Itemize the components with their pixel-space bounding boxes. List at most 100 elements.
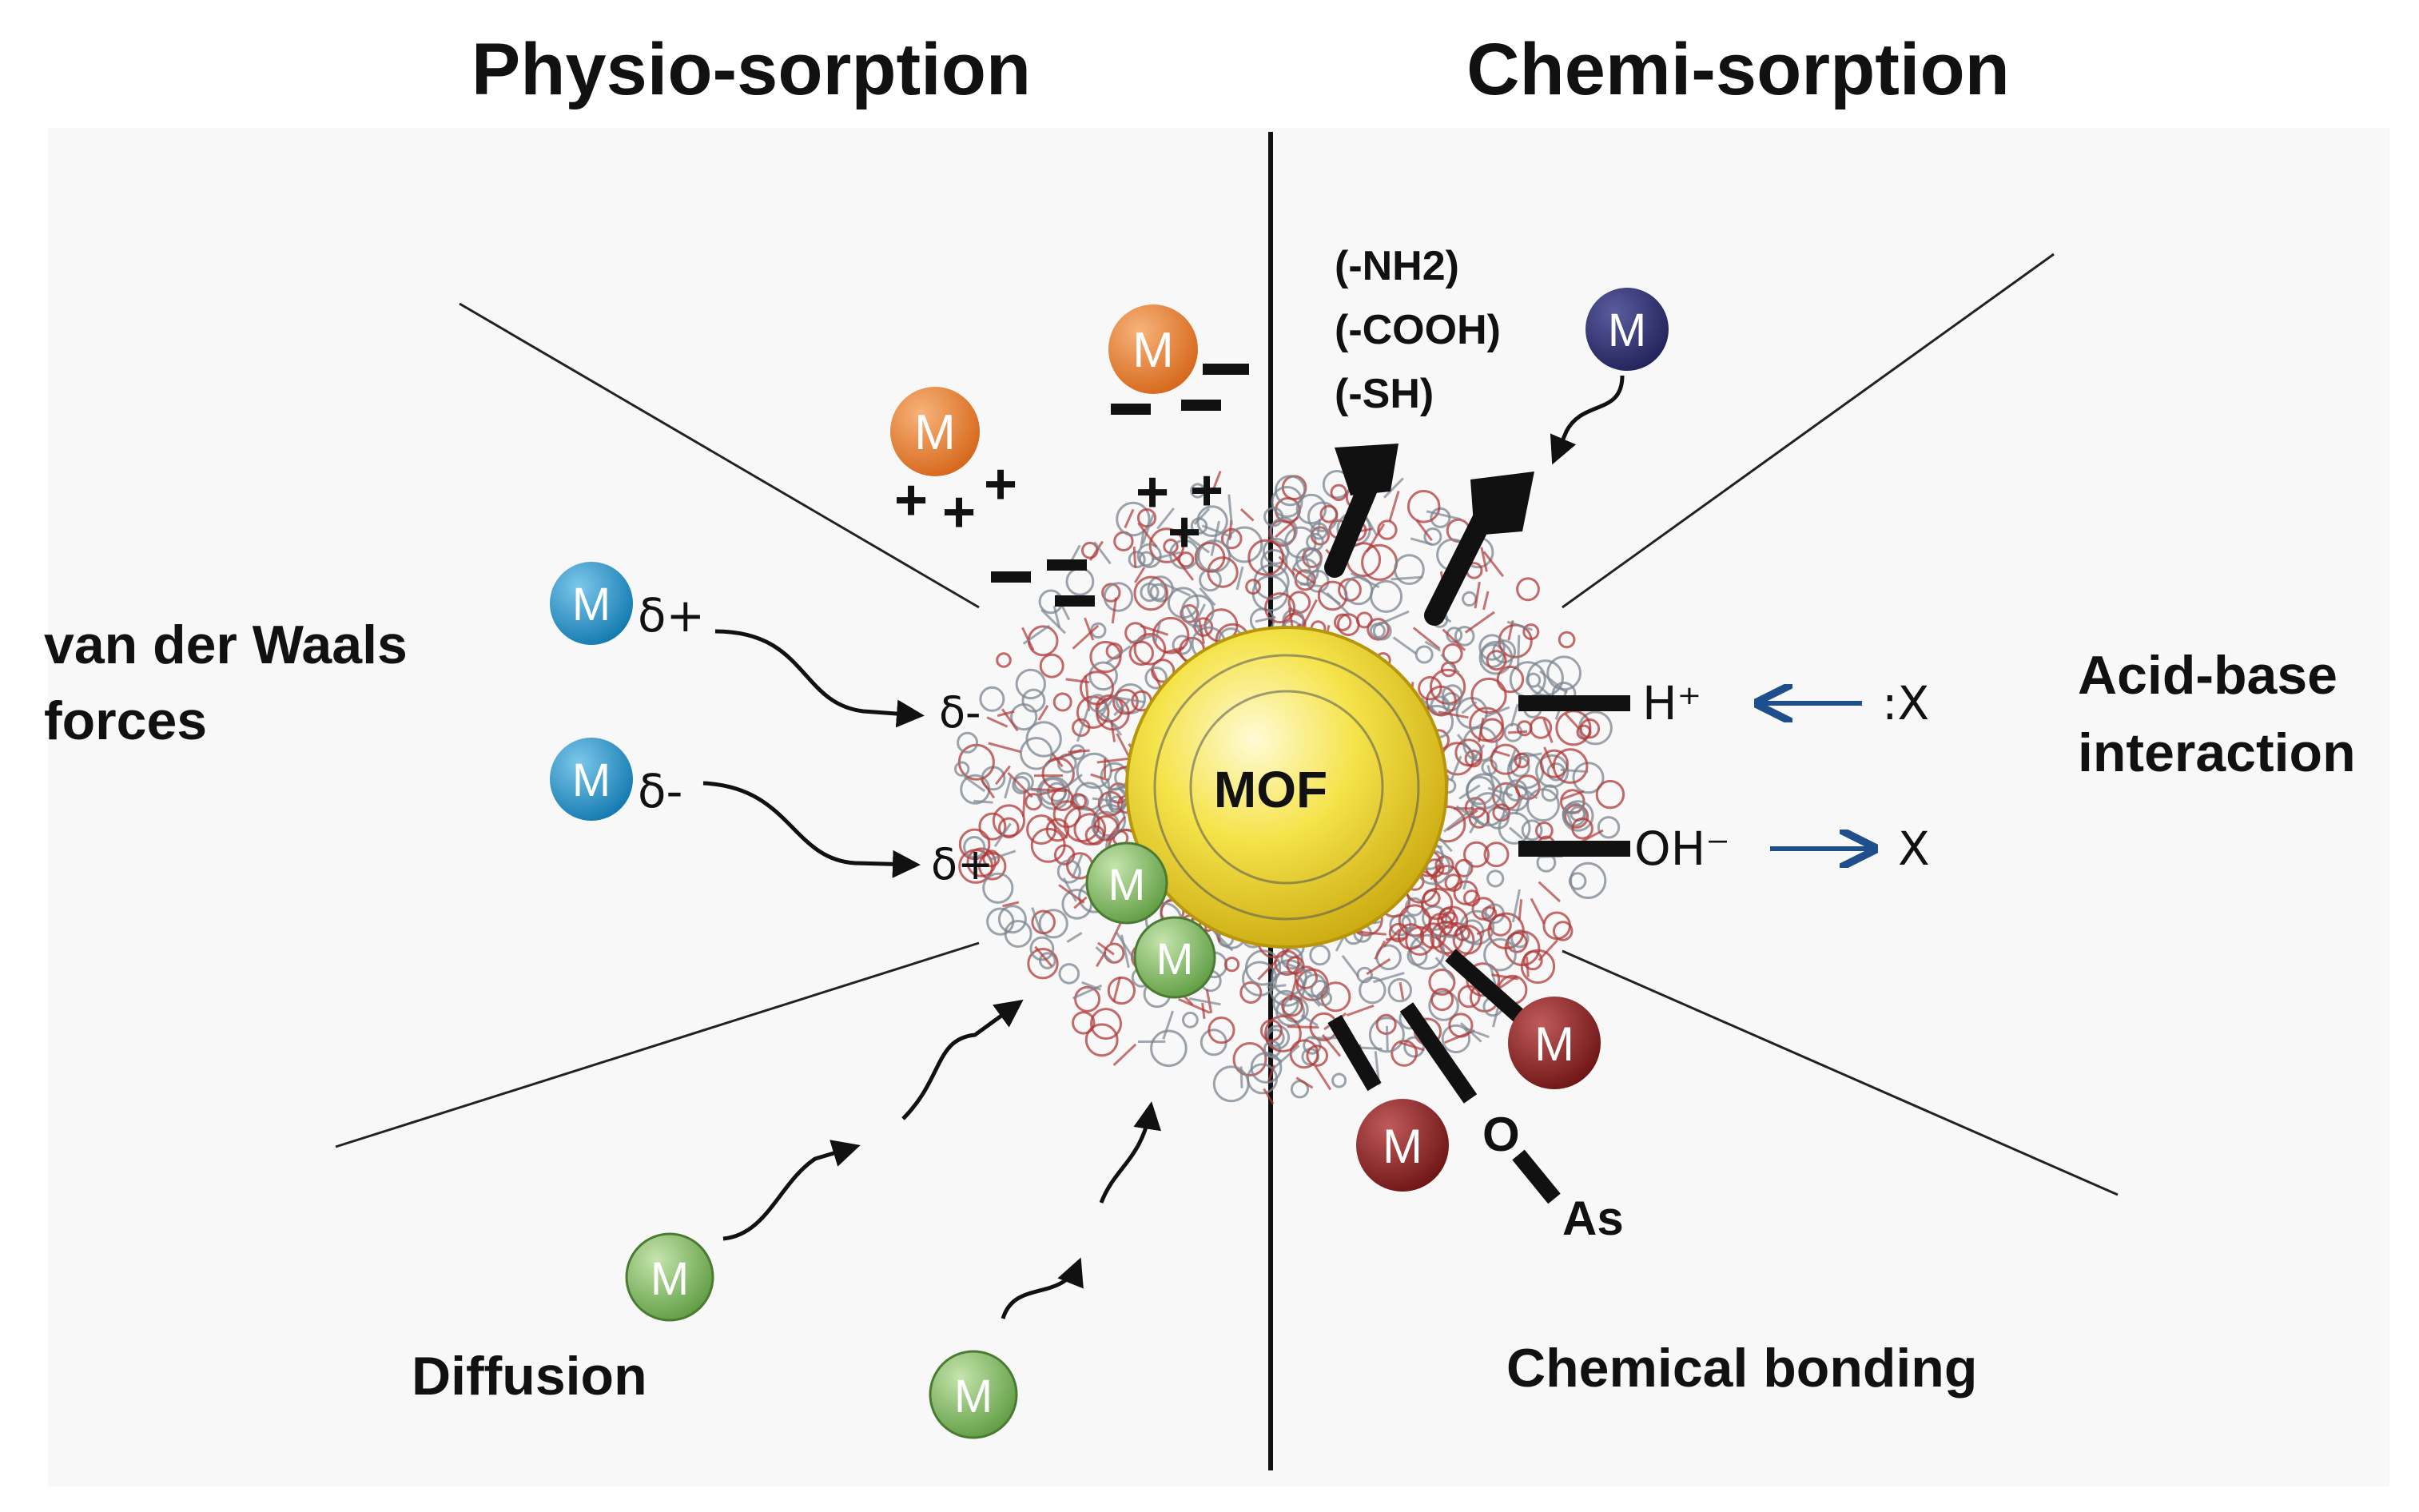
svg-text:M: M [1156, 933, 1194, 984]
framework-node [1306, 1044, 1328, 1067]
diffusion-arrow-2b [1099, 1101, 1162, 1204]
framework-node [1496, 665, 1525, 694]
label-h-plus: H⁺ [1642, 676, 1701, 730]
framework-node [1522, 623, 1540, 641]
framework-bond [1199, 587, 1216, 607]
framework-node [1394, 554, 1425, 585]
framework-bond [1084, 617, 1095, 641]
framework-bond [1537, 684, 1553, 698]
framework-bond [1372, 971, 1405, 984]
framework-node [963, 836, 986, 859]
framework-bond [995, 765, 1011, 786]
framework-bond [1201, 524, 1233, 539]
ligand-stick-1 [1324, 444, 1398, 578]
ligand-stick-2 [1424, 472, 1534, 626]
framework-node [1025, 721, 1062, 758]
framework-bond [1267, 1064, 1275, 1082]
framework-bond [1239, 508, 1255, 522]
framework-node [1498, 811, 1531, 845]
svg-text:M: M [1108, 859, 1146, 909]
bond-as [1512, 1149, 1561, 1204]
ion-red-1: M [1508, 997, 1601, 1089]
framework-bond [1464, 1027, 1490, 1039]
framework-node [998, 817, 1020, 839]
framework-node [1468, 807, 1490, 829]
framework-node [1535, 822, 1554, 840]
framework-bond [1002, 901, 1020, 908]
framework-bond [1365, 516, 1379, 536]
framework-bond [1137, 522, 1158, 548]
framework-bond [1307, 993, 1321, 1008]
framework-bond [1455, 805, 1486, 827]
framework-bond [1188, 997, 1221, 1006]
framework-bond [1287, 1025, 1319, 1029]
framework-bond [1096, 757, 1131, 764]
framework-node [1070, 793, 1087, 810]
framework-bond [1048, 748, 1083, 763]
framework-bond [1564, 713, 1581, 730]
framework-node [1264, 1015, 1302, 1052]
framework-node [1260, 549, 1288, 577]
svg-text:M: M [914, 405, 956, 460]
framework-bond [1518, 752, 1542, 759]
framework-node [1294, 965, 1319, 989]
framework-node [1521, 819, 1543, 842]
framework-node [982, 872, 1014, 904]
navy-ion-arrow [1550, 375, 1625, 465]
framework-bond [1299, 599, 1318, 631]
minus-sign [1181, 400, 1221, 411]
framework-bond [1211, 470, 1222, 493]
framework-node [1269, 516, 1298, 545]
framework-node [1331, 1072, 1347, 1088]
framework-node [1403, 1036, 1425, 1058]
framework-bond [1065, 678, 1090, 684]
framework-bond [1112, 695, 1145, 704]
framework-bond [1507, 747, 1518, 767]
framework-node [1274, 475, 1307, 507]
framework-node [1319, 504, 1339, 523]
framework-bond [1031, 907, 1042, 933]
framework-node [1442, 684, 1463, 706]
framework-bond [1112, 1043, 1137, 1066]
framework-node [1483, 937, 1517, 972]
framework-bond [1235, 566, 1244, 591]
framework-node [1558, 631, 1576, 649]
framework-bond [1192, 603, 1207, 629]
framework-node [1526, 788, 1560, 822]
framework-bond [1493, 750, 1510, 758]
framework-node [1103, 582, 1134, 612]
framework-bond [1319, 589, 1342, 606]
framework-node [1595, 779, 1625, 810]
framework-bond [1164, 646, 1184, 654]
framework-bond [1257, 958, 1279, 981]
framework-bond [1321, 1033, 1342, 1057]
title-chemi-sorption: Chemi-sorption [1466, 29, 2010, 110]
framework-bond [1030, 788, 1049, 794]
plus-sign: + [1190, 459, 1223, 523]
framework-node [1571, 817, 1593, 840]
framework-bond [1420, 697, 1438, 714]
divider-lower-right [1562, 949, 2119, 1196]
framework-node [1310, 980, 1331, 1000]
framework-node [1061, 889, 1092, 920]
framework-bond [1156, 507, 1175, 530]
framework-node [1259, 1019, 1283, 1042]
framework-bond [1302, 548, 1314, 581]
framework-bond [1461, 701, 1478, 714]
framework-bond [1458, 784, 1481, 800]
framework-bond [981, 779, 996, 799]
framework-bond [1112, 977, 1121, 1003]
framework-bond [1037, 705, 1049, 721]
framework-bond [1482, 551, 1505, 578]
functional-group-sh: (-SH) [1335, 371, 1434, 417]
framework-bond [1510, 703, 1519, 727]
framework-node [1133, 575, 1168, 611]
framework-bond [1560, 768, 1589, 774]
framework-node [1377, 519, 1398, 540]
minus-signs-group-1 [1111, 364, 1249, 415]
framework-bond [1538, 939, 1559, 961]
framework-bond [1487, 786, 1513, 797]
framework-bond [1198, 620, 1205, 644]
framework-bond [1440, 653, 1460, 674]
framework-bond [1403, 928, 1424, 946]
